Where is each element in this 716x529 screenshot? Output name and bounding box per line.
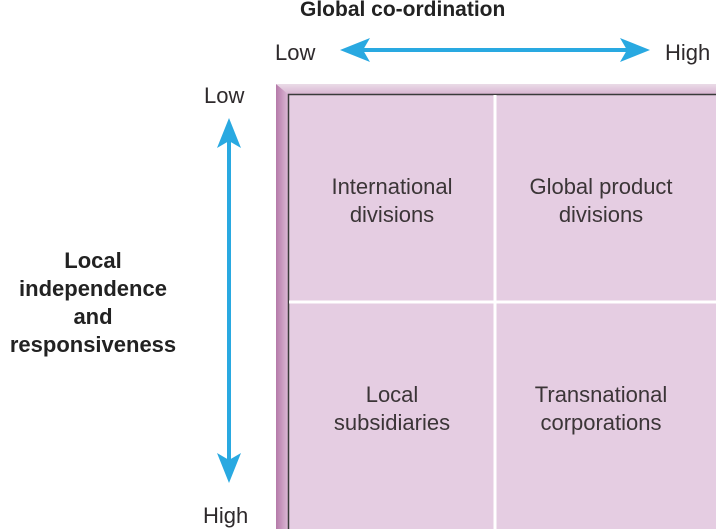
quadrant-bottom-left: Local subsidiaries bbox=[288, 381, 496, 437]
horizontal-axis-high-label: High bbox=[665, 40, 711, 65]
quadrant-top-left: International divisions bbox=[288, 173, 496, 229]
quadrant-label-line: Transnational bbox=[534, 382, 668, 407]
matrix-frame bbox=[276, 84, 716, 529]
horizontal-axis-arrow bbox=[340, 38, 650, 62]
quadrant-label-line: subsidiaries bbox=[333, 410, 451, 435]
vertical-axis-low-label: Low bbox=[204, 83, 245, 108]
quadrant-label-line: Global product bbox=[529, 174, 673, 199]
quadrant-label-line: divisions bbox=[349, 202, 435, 227]
quadrant-label-line: corporations bbox=[540, 410, 662, 435]
horizontal-axis-title: Global co-ordination bbox=[300, 0, 506, 21]
horizontal-axis-low-label: Low bbox=[275, 40, 316, 65]
vertical-axis-title-line: responsiveness bbox=[9, 332, 177, 357]
quadrant-bottom-right: Transnational corporations bbox=[496, 381, 706, 437]
quadrant-label-line: divisions bbox=[558, 202, 644, 227]
vertical-axis-title-line: and bbox=[73, 304, 113, 329]
vertical-axis-high-label: High bbox=[203, 503, 249, 528]
quadrant-top-right: Global product divisions bbox=[496, 173, 706, 229]
vertical-axis-title-line: Local bbox=[64, 248, 122, 273]
vertical-axis-title: Local independence and responsiveness bbox=[0, 247, 186, 359]
quadrant-label-line: Local bbox=[365, 382, 419, 407]
matrix-grid: International divisions Global product d… bbox=[276, 84, 716, 529]
vertical-axis-arrow bbox=[217, 118, 241, 483]
vertical-axis-title-line: independence bbox=[19, 276, 167, 301]
quadrant-label-line: International bbox=[331, 174, 453, 199]
